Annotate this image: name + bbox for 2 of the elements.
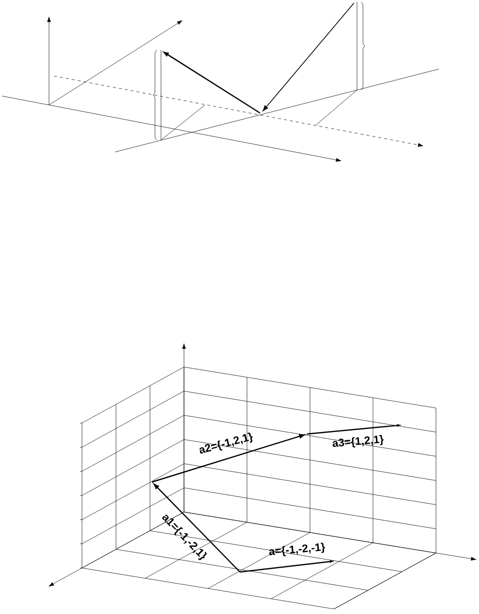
vector-label: a3={1,2,1} — [332, 434, 384, 448]
vector-label: a={-1,-2,-1} — [269, 542, 326, 556]
